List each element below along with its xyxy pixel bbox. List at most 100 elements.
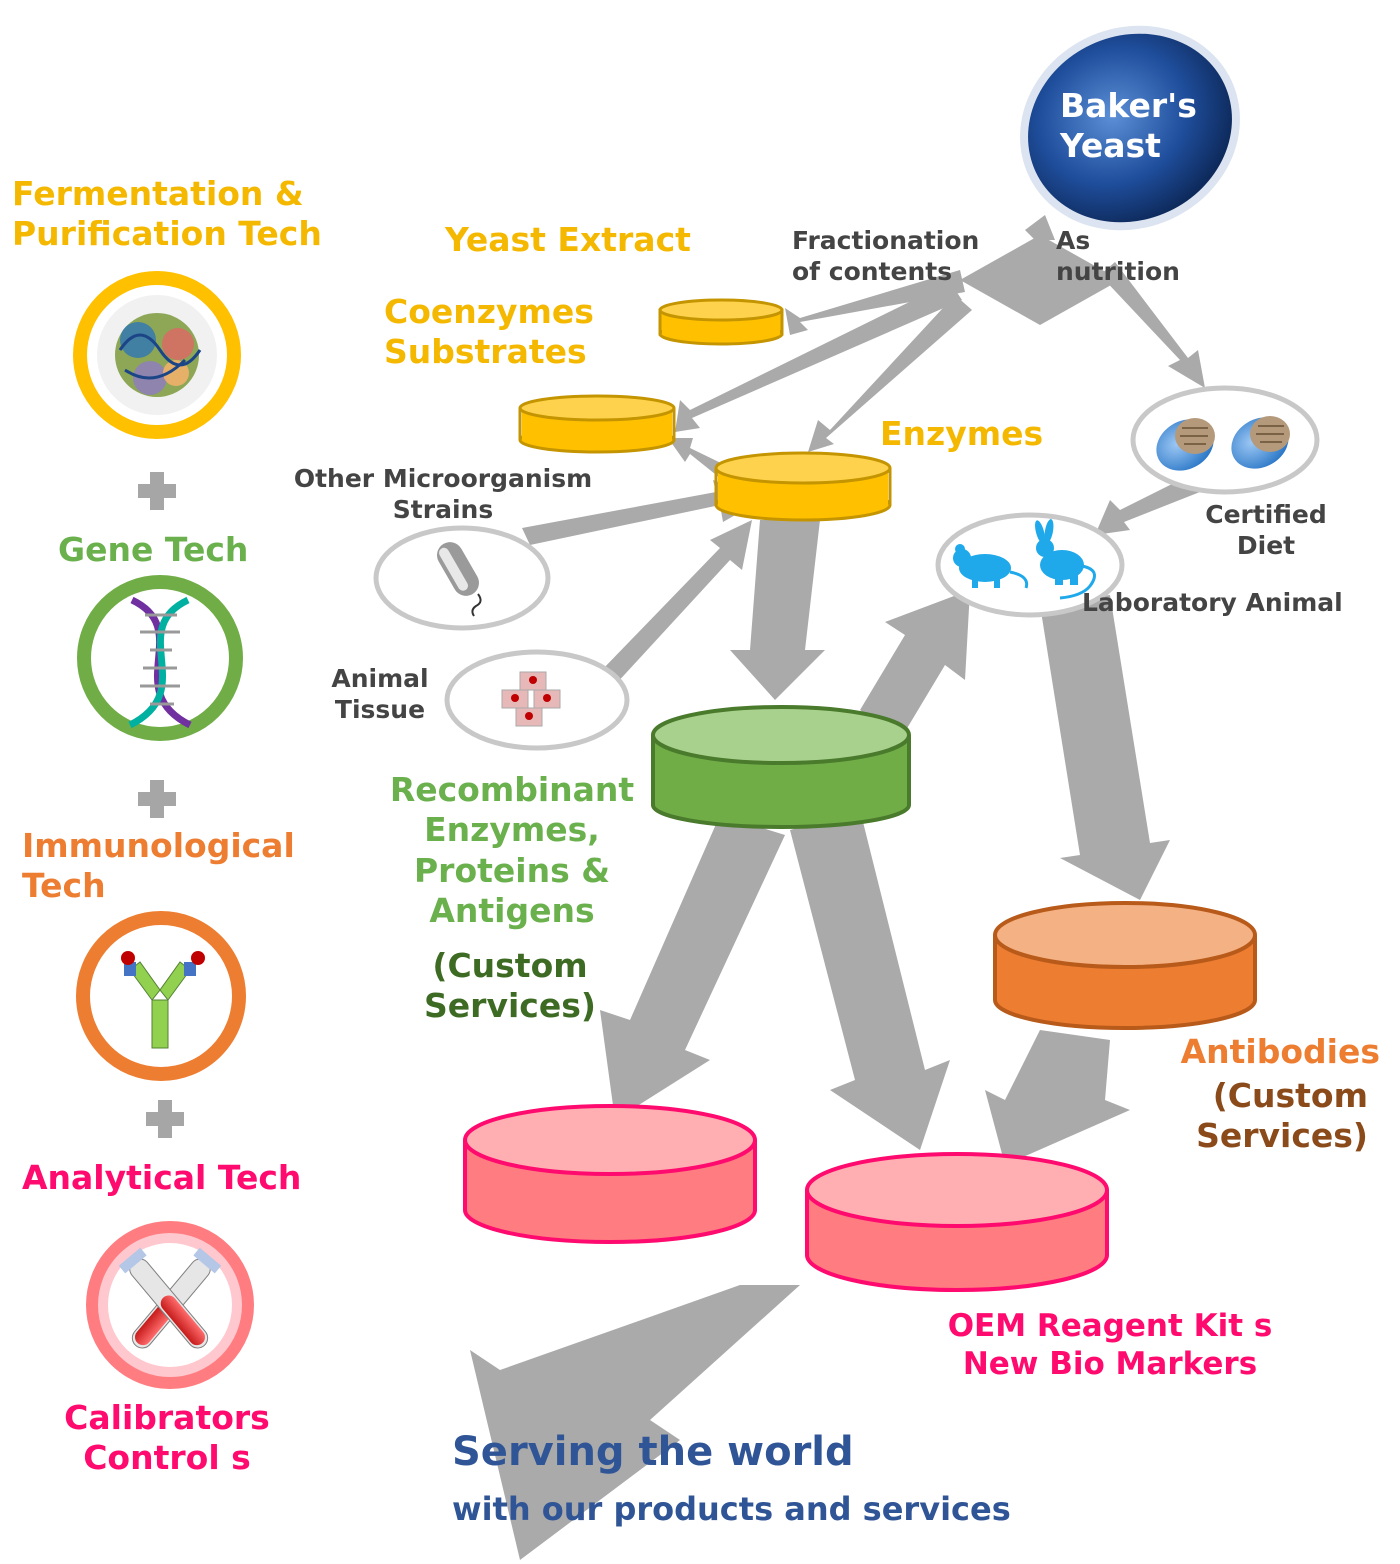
yeast-extract-label: Yeast Extract [445,220,691,260]
footer-subline: with our products and services [452,1490,1011,1529]
diet-pellets-icon [1156,416,1290,471]
nutrition-label: As nutrition [1056,226,1180,287]
analytical-text: Analytical Tech [22,1158,302,1197]
recombinant-line-4: Antigens [429,890,595,930]
cylinder-coenzymes [518,394,676,454]
bacterium-icon [437,542,482,617]
flow-arrows [470,215,1210,1560]
certified-diet-node [1130,385,1320,495]
fermentation-tech-label: Fermentation & Purification Tech [12,174,322,255]
arrow-to-diet [1100,262,1205,388]
cylinder-yeast-extract [658,298,784,346]
arrow-recombinant-to-animal [860,590,970,740]
arrow-to-coenzymes [675,282,962,432]
fractionation-label: Fractionation of contents [792,226,979,287]
plus-icon [146,1100,184,1138]
bakers-yeast-label: Baker's Yeast [1060,86,1197,167]
analytical-tech-label: Analytical Tech [22,1158,301,1198]
other-strains-label: Other Microorganism Strains [288,464,598,525]
tissue-cells-icon [501,671,561,727]
nutrition-line-1: As [1056,226,1091,255]
antibody-icon [76,911,246,1081]
other-microorganism-node [373,525,551,631]
antibodies-custom-label: (Custom Services) [1160,1076,1368,1157]
fermentation-line-1: Fermentation & [12,174,304,213]
recombinant-line-1: Recombinant [389,770,635,809]
source-line-1: Baker's [1060,86,1197,125]
gene-tech-label: Gene Tech [58,530,248,570]
oem-line-1: OEM Reagent Kit s [947,1308,1273,1344]
tissue-line-1: Animal [331,664,429,693]
dna-helix-icon [77,575,243,741]
arrow-recombinant-to-oem [790,810,950,1150]
footer-headline-text: Serving the world [452,1429,854,1475]
footer-subline-text: with our products and services [452,1490,1011,1528]
arrow-to-yeast-extract [785,270,965,335]
calibrators-line-2: Control s [83,1438,251,1478]
split-diamond [960,235,1120,325]
strains-line-1: Other Microorganism [293,464,593,493]
arrow-to-enzymes [808,295,972,452]
arrow-recombinant-to-kits [600,815,785,1120]
recombinant-label: Recombinant Enzymes, Proteins & Antigens [380,770,644,931]
enzymes-label: Enzymes [880,414,1043,454]
cylinder-reagent-kits [463,1104,757,1244]
animal-tissue-node [444,649,630,751]
certified-diet-label: Certified Diet [1196,500,1336,561]
antibodies-label: Antibodies [1160,1032,1380,1072]
arrow-enzymes-to-recombinant [730,520,825,700]
fermentation-line-2: Purification Tech [12,214,322,254]
antibodies-custom-line-1: (Custom [1212,1076,1368,1115]
recombinant-custom-line-2: Services) [424,986,596,1026]
cylinder-oem-kits [805,1152,1109,1292]
test-tubes-icon [86,1221,254,1389]
yeast-extract-text: Yeast Extract [445,220,691,259]
lab-animal-label: Laboratory Animal [1082,588,1343,619]
oem-line-2: New Bio Markers [962,1345,1258,1382]
antibodies-custom-line-2: Services) [1196,1116,1368,1156]
calibrators-label: Calibrators Control s [62,1398,272,1479]
fractionation-line-1: Fractionation [792,226,980,255]
source-line-2: Yeast [1060,126,1161,166]
lab-animal-node [935,512,1125,618]
lab-animal-text: Laboratory Animal [1082,588,1343,617]
gene-tech-text: Gene Tech [58,530,249,569]
cylinder-recombinant [651,705,911,829]
protein-structure-icon [73,271,241,439]
animal-tissue-label: Animal Tissue [320,664,440,725]
diet-line-2: Diet [1236,530,1296,560]
plus-icon [138,472,176,510]
cylinder-enzymes [714,451,892,522]
nutrition-line-2: nutrition [1056,256,1180,286]
immunological-tech-label: Immunological Tech [22,826,295,907]
arrow-antibodies-to-oem [985,1030,1130,1165]
immuno-line-1: Immunological [22,826,295,865]
recombinant-custom-line-1: (Custom [432,946,588,985]
footer-headline: Serving the world [452,1428,854,1477]
coenzymes-line-1: Coenzymes [384,292,594,331]
recombinant-line-2: Enzymes, [424,810,600,850]
plus-icon [138,780,176,818]
antibodies-text: Antibodies [1180,1032,1380,1071]
coenzymes-label: Coenzymes Substrates [384,292,594,373]
diet-line-1: Certified [1205,500,1327,529]
recombinant-custom-label: (Custom Services) [400,946,620,1027]
arrow-strains-to-enzymes [522,480,765,545]
bakers-yeast-node [1020,25,1240,231]
arrow-animal-to-antibodies [1040,595,1170,900]
recombinant-line-3: Proteins & [413,850,610,890]
cylinder-antibodies [993,901,1257,1030]
immuno-line-2: Tech [22,866,106,906]
fractionation-line-2: of contents [792,256,953,286]
arrow-tissue-to-enzymes [600,520,752,685]
strains-line-2: Strains [392,494,494,524]
mouse-rabbit-icon [953,519,1096,600]
oem-kits-label: OEM Reagent Kit s New Bio Markers [925,1308,1295,1384]
coenzymes-line-2: Substrates [384,332,587,372]
arrow-enzymes-to-coenzymes [668,438,725,478]
calibrators-line-1: Calibrators [64,1398,270,1437]
fractionation-diamond-arrow [1025,215,1055,250]
arrow-to-world [470,1285,800,1560]
tissue-line-2: Tissue [334,694,426,724]
